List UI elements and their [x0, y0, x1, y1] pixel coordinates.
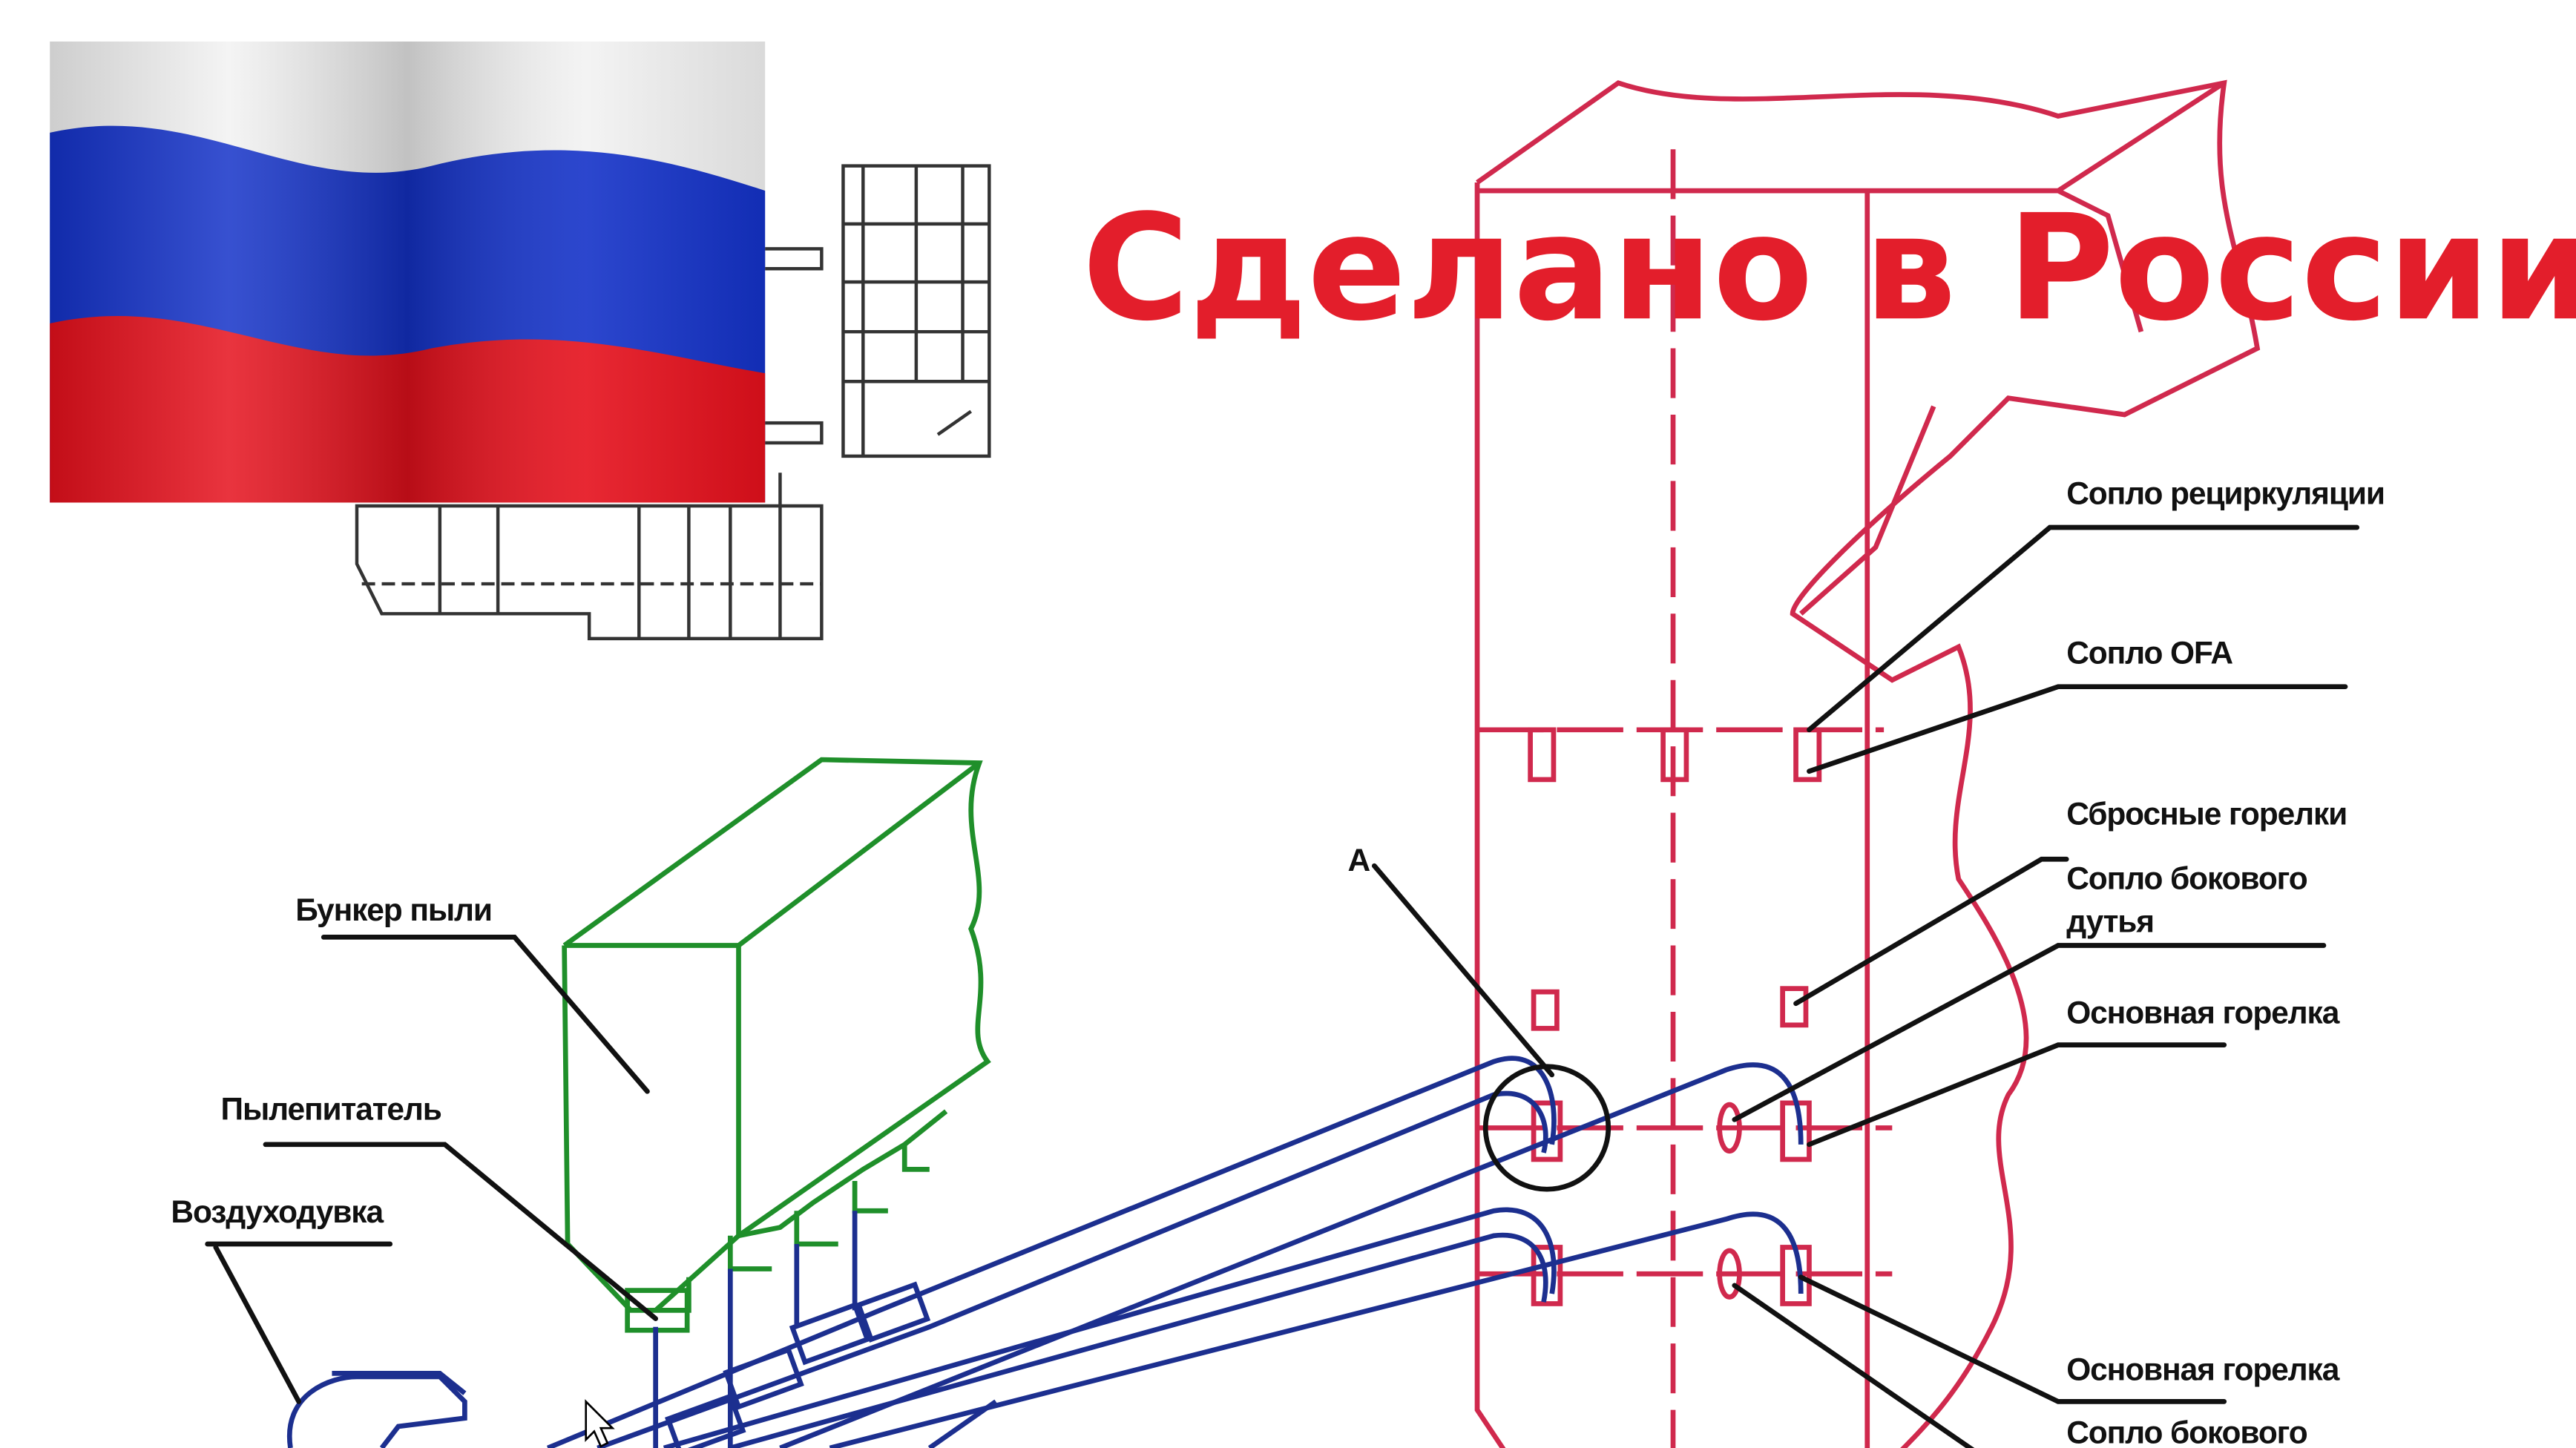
label-dust-feeder: Пылепитатель	[221, 1092, 441, 1127]
label-main-burner-2: Основная горелка	[2066, 1352, 2340, 1387]
fuel-pipes	[286, 1056, 1804, 1448]
callout-leaders	[205, 524, 2360, 1448]
label-side-blast-nozzle-2: Сопло бокового	[2066, 1415, 2307, 1448]
detail-marker-label: А	[1348, 843, 1370, 878]
label-dump-burners: Сбросные горелки	[2066, 797, 2347, 832]
russian-flag-icon	[50, 41, 766, 503]
label-main-burner: Основная горелка	[2066, 996, 2340, 1031]
mouse-cursor-icon	[585, 1399, 615, 1448]
equipment-schematic	[355, 164, 991, 641]
page-title: Сделано в России	[1082, 183, 2576, 353]
label-dust-bunker: Бункер пыли	[295, 893, 492, 928]
label-blower: Воздуходувка	[171, 1195, 384, 1230]
boiler-furnace	[1474, 79, 2261, 1448]
label-ofa-nozzle: Сопло OFA	[2066, 636, 2232, 671]
label-recirculation-nozzle: Сопло рециркуляции	[2066, 477, 2385, 512]
dust-bunker-drawing	[562, 757, 991, 1333]
label-side-blast-nozzle-line2: дутья	[2066, 905, 2154, 940]
label-side-blast-nozzle: Сопло бокового	[2066, 861, 2307, 896]
